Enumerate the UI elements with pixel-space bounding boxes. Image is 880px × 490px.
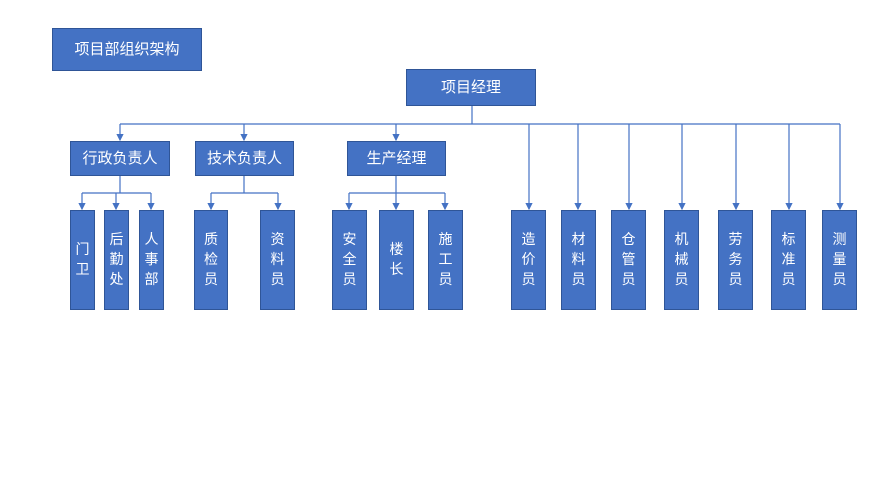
node-staff: 测量员 [822,210,857,310]
page-title: 项目部组织架构 [52,28,202,71]
node-staff: 材料员 [561,210,596,310]
node-label: 人事部 [144,231,159,289]
node-prod-child: 楼长 [379,210,414,310]
node-prod-child: 安全员 [332,210,367,310]
node-label: 质检员 [204,231,218,289]
node-staff: 标准员 [771,210,806,310]
node-staff: 仓管员 [611,210,646,310]
node-label: 造价员 [521,231,536,289]
node-admin-child: 门卫 [70,210,95,310]
node-label: 仓管员 [621,231,636,289]
node-root: 项目经理 [406,69,536,106]
node-prod-label: 生产经理 [366,149,427,167]
node-admin-child: 后勤处 [104,210,129,310]
node-admin-label: 行政负责人 [82,149,158,167]
node-root-label: 项目经理 [440,78,501,96]
node-label: 资料员 [270,231,285,289]
node-label: 测量员 [832,231,847,289]
node-label: 机械员 [674,231,689,289]
node-tech: 技术负责人 [195,141,294,176]
node-staff: 机械员 [664,210,699,310]
node-label: 标准员 [781,231,796,289]
node-prod-child: 施工员 [428,210,463,310]
node-prod: 生产经理 [347,141,446,176]
node-label: 后勤处 [109,231,124,289]
node-admin: 行政负责人 [70,141,170,176]
page-title-text: 项目部组织架构 [74,40,180,58]
node-label: 门卫 [75,241,90,278]
node-label: 劳务员 [728,231,743,289]
node-tech-child: 质检员 [194,210,228,310]
node-staff: 劳务员 [718,210,753,310]
node-label: 施工员 [438,231,453,289]
node-tech-label: 技术负责人 [206,149,282,167]
node-label: 材料员 [571,231,586,289]
node-staff: 造价员 [511,210,546,310]
node-label: 安全员 [342,231,357,289]
node-label: 楼长 [389,241,404,278]
node-tech-child: 资料员 [260,210,295,310]
node-admin-child: 人事部 [139,210,164,310]
